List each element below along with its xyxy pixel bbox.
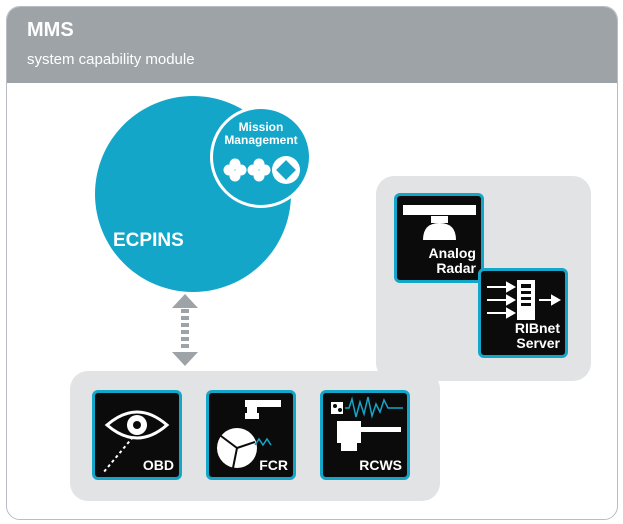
server-icon [487,280,562,320]
eye-icon [102,410,170,474]
mission-label-line2: Management [224,133,298,147]
tile-obd[interactable]: OBD [92,390,182,480]
obd-label: OBD [142,457,174,473]
tile-analog-radar[interactable]: Analog Radar [394,193,484,283]
module-subtitle: system capability module [27,51,195,68]
header-bar: MMS system capability module [7,7,617,83]
mission-label-line1: Mission [238,120,284,134]
mission-management-circle[interactable]: Mission Management [210,106,312,208]
module-title: MMS [27,19,74,41]
rcws-label: RCWS [359,457,402,473]
fcr-label: FCR [259,457,288,473]
analog-radar-label: Analog Radar [428,245,476,276]
mission-management-label: Mission Management [213,121,309,147]
ecpins-label: ECPINS [113,230,184,251]
fire-control-radar-icon [217,400,281,469]
tile-fcr[interactable]: FCR [206,390,296,480]
tile-ribnet-server[interactable]: RIBnet Server [478,268,568,358]
bidirectional-arrow-icon [172,294,198,366]
ribnet-server-label: RIBnet Server [514,320,560,351]
mission-tools-icon [223,156,300,184]
weapon-station-icon [331,396,403,451]
tile-rcws[interactable]: RCWS [320,390,410,480]
radar-icon [403,205,476,240]
